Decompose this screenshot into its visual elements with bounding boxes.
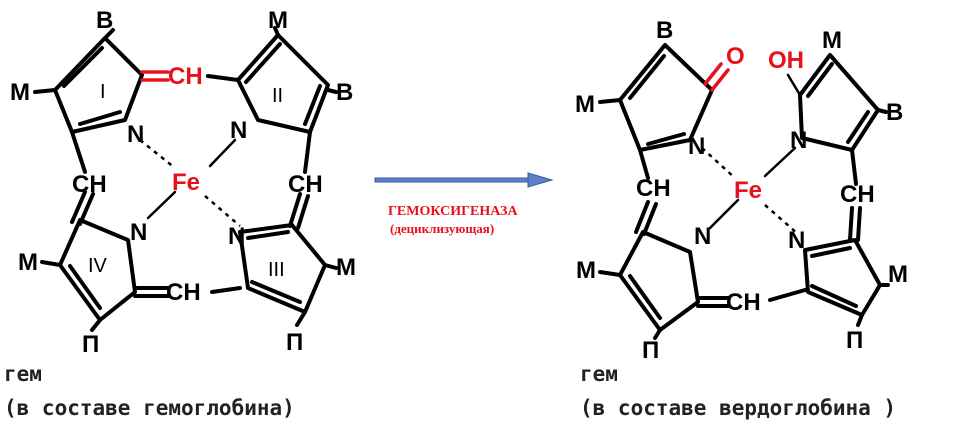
hydroxyl-group: OH: [768, 47, 804, 74]
substituent-label: П: [286, 329, 303, 356]
left-caption-title: гем: [4, 362, 42, 386]
reaction-arrow: ГЕМОКСИГЕНАЗА (дециклизующая): [374, 172, 554, 236]
nitrogen-atom: N: [694, 223, 711, 250]
nitrogen-atom: N: [688, 133, 705, 160]
methine-bridge: CH: [636, 175, 671, 202]
substituent-label: М: [268, 7, 288, 34]
ring-ii: [236, 33, 330, 134]
ring-number: IV: [88, 255, 108, 277]
nitrogen-atom: N: [790, 127, 807, 154]
ring-iv: [618, 230, 700, 332]
coordination-bond: [139, 139, 176, 169]
ring-iv: [58, 218, 137, 322]
ring-number: III: [268, 259, 285, 281]
ring-i: [53, 36, 144, 134]
substituent-label: В: [886, 99, 903, 126]
nitrogen-atom: N: [788, 227, 805, 254]
verdoheme-structure: В М М В М П П М O OH CH CH CH N N N N Fe: [575, 17, 908, 364]
substituent-label: М: [576, 257, 596, 284]
methine-bridge: CH: [166, 279, 201, 306]
substituent-label: М: [18, 249, 38, 276]
substituent-label: П: [82, 331, 99, 358]
substituent-label: М: [888, 261, 908, 288]
right-caption-title: гем: [580, 362, 618, 386]
nitrogen-atom: N: [230, 117, 247, 144]
carbonyl-bond: [710, 68, 730, 92]
nitrogen-atom: N: [130, 219, 147, 246]
enzyme-subtitle: (дециклизующая): [390, 221, 494, 236]
substituent-label: П: [846, 327, 863, 354]
substituent-label: М: [336, 254, 356, 281]
ring-iii: [238, 223, 327, 314]
right-caption-subtitle: (в составе вердоглобина ): [580, 396, 897, 420]
enzyme-name: ГЕМОКСИГЕНАЗА: [388, 204, 518, 219]
substituent-label: В: [96, 7, 113, 34]
methine-bridge: CH: [72, 171, 107, 198]
ring-number: II: [272, 85, 283, 107]
methine-bridge: CH: [288, 171, 323, 198]
methine-bridge: CH: [726, 289, 761, 316]
arrow-shaft: [374, 177, 531, 183]
substituent-label: В: [656, 17, 673, 44]
methine-bridge: CH: [840, 181, 875, 208]
open-ring-ii: [798, 53, 880, 152]
substituent-label: М: [575, 91, 595, 118]
substituent-label: М: [10, 79, 30, 106]
left-caption-subtitle: (в составе гемоглобина): [4, 396, 295, 420]
ring-iii: [803, 238, 882, 317]
iron-atom: Fe: [734, 177, 762, 204]
nitrogen-atom: N: [127, 121, 144, 148]
heme-structure: В М М В М П П М I II III IV CH CH CH CH …: [10, 7, 356, 358]
arrow-head: [527, 172, 554, 188]
iron-atom: Fe: [172, 169, 200, 196]
open-ring-i: [618, 43, 714, 152]
substituent-label: М: [822, 27, 842, 54]
substituent-label: П: [642, 337, 659, 364]
substituent-label: В: [336, 79, 353, 106]
ring-number: I: [100, 81, 106, 103]
nitrogen-atom: N: [228, 223, 245, 250]
oxygen-atom: O: [726, 43, 745, 70]
methine-bridge-red: CH: [168, 63, 203, 90]
